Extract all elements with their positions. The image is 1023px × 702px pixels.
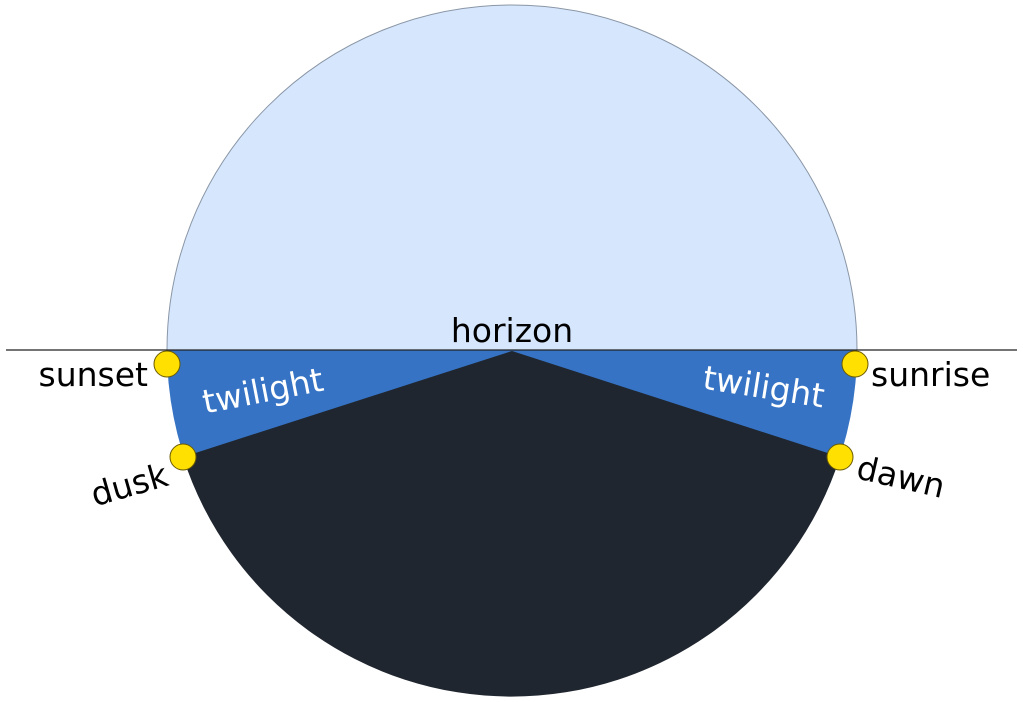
dawn-marker <box>826 443 854 471</box>
sunset-marker <box>153 350 181 378</box>
horizon-label: horizon <box>451 311 573 350</box>
night-region <box>183 351 840 697</box>
sky-half-disk <box>166 4 858 351</box>
dawn-label: dawn <box>853 448 949 506</box>
sunset-label: sunset <box>39 355 149 394</box>
dusk-label: dusk <box>86 455 173 514</box>
dusk-marker <box>169 443 197 471</box>
sunrise-label: sunrise <box>871 355 990 394</box>
sunrise-marker <box>841 350 869 378</box>
